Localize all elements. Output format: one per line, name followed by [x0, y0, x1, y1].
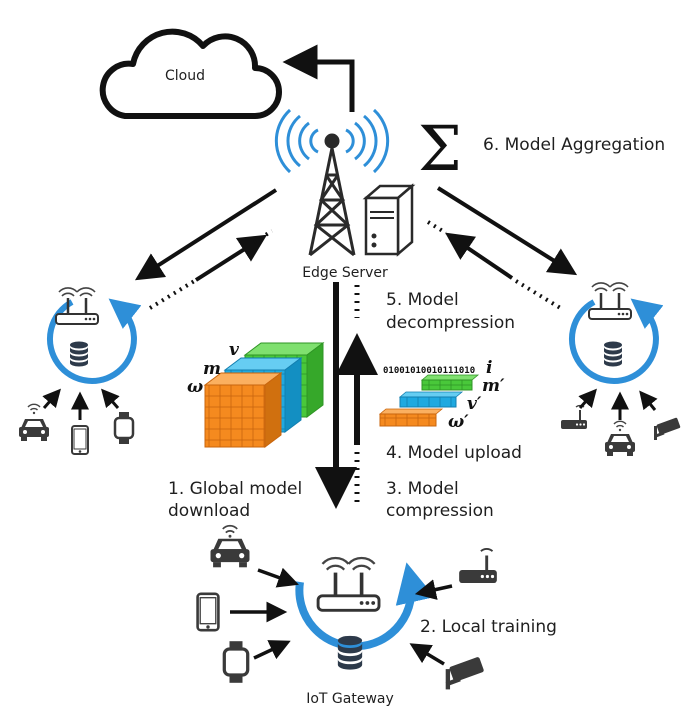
server-icon	[362, 183, 416, 257]
edge-server-node: Edge Server	[274, 108, 416, 281]
arrow-cctv-to-gateway	[409, 643, 445, 666]
param-v-label: v	[229, 340, 240, 360]
right-database-icon	[604, 341, 622, 367]
param-omega-prime-label: ω′	[448, 412, 469, 432]
right-gateway-cluster	[560, 281, 681, 456]
gateway-cctv-icon	[445, 656, 485, 690]
gateway-car-icon	[210, 538, 250, 568]
left-training-loop-arrow	[47, 298, 142, 384]
compressed-model: 01001010010111010 i m′ v′ ω′	[378, 358, 505, 432]
arrow-modem-to-gateway	[414, 579, 453, 600]
gateway-car-wifi-icon	[221, 524, 239, 539]
arrow-edge-to-left-gateway	[134, 188, 278, 281]
cube-omega-orange	[203, 372, 283, 448]
cloud-label: Cloud	[165, 68, 205, 84]
param-m-label: m	[203, 359, 221, 379]
step2-label: 2. Local training	[420, 617, 557, 637]
cloud-node: Cloud	[99, 28, 282, 119]
gateway-router-icon	[316, 556, 381, 613]
param-i-label: i	[486, 358, 492, 378]
arrow-edge-to-right-gateway	[436, 186, 578, 276]
bitstring: 01001010010111010	[383, 366, 475, 376]
iot-gateway-node: IoT Gateway	[295, 556, 435, 707]
arrow-left-gateway-to-edge	[194, 234, 268, 282]
right-car-wifi-icon	[613, 420, 627, 432]
slab-m-cyan	[398, 391, 464, 408]
param-v-prime-label: m′	[482, 376, 505, 396]
arrow-right-gateway-to-edge	[445, 232, 514, 280]
sigma-symbol: Σ	[418, 112, 462, 185]
slab-omega-orange	[378, 408, 444, 427]
right-router-icon	[587, 281, 633, 321]
step3-label-line1: 3. Model	[386, 479, 459, 499]
gateway-modem-icon	[457, 547, 499, 585]
step5-label-line2: decompression	[386, 313, 515, 333]
dots-right-gateway	[514, 279, 564, 311]
step1-label-line1: 1. Global model	[168, 479, 302, 499]
radio-tower-icon	[308, 133, 356, 257]
step6-label: 6. Model Aggregation	[483, 135, 665, 155]
param-m-prime-label: v′	[467, 394, 482, 414]
step4-label: 4. Model upload	[386, 443, 522, 463]
gateway-watch-icon	[222, 639, 250, 685]
arrow-left-gateway-to-edge-dotted	[148, 278, 198, 310]
left-gateway-cluster	[19, 286, 142, 455]
right-car-icon	[605, 434, 635, 456]
left-database-icon	[70, 341, 88, 367]
right-modem-icon	[560, 404, 588, 430]
param-omega-label: ω	[187, 377, 203, 397]
arrow-car-to-gateway	[257, 567, 299, 588]
left-phone-icon	[71, 425, 89, 455]
wireless-waves-icon	[274, 108, 390, 174]
left-car-wifi-icon	[27, 403, 41, 415]
dots-right-edge	[426, 220, 448, 235]
edge-server-label: Edge Server	[302, 265, 388, 281]
iot-gateway-label: IoT Gateway	[306, 691, 394, 707]
cloud-icon	[99, 28, 282, 119]
gateway-database-icon	[337, 635, 363, 670]
step5-label-line1: 5. Model	[386, 290, 459, 310]
right-training-loop-arrow	[569, 298, 664, 384]
left-watch-icon	[113, 410, 135, 446]
right-cctv-icon	[654, 417, 681, 440]
gateway-phone-icon	[196, 592, 220, 632]
local-training-loop-arrow	[295, 562, 435, 651]
arrow-edge-to-cloud	[282, 44, 355, 112]
step1-label-line2: download	[168, 501, 250, 521]
slab-v-green	[420, 374, 480, 391]
left-car-icon	[19, 419, 49, 441]
full-model-parameter-cubes: v m ω	[187, 340, 325, 448]
step3-label-line2: compression	[386, 501, 494, 521]
arrow-watch-to-gateway	[253, 640, 291, 660]
